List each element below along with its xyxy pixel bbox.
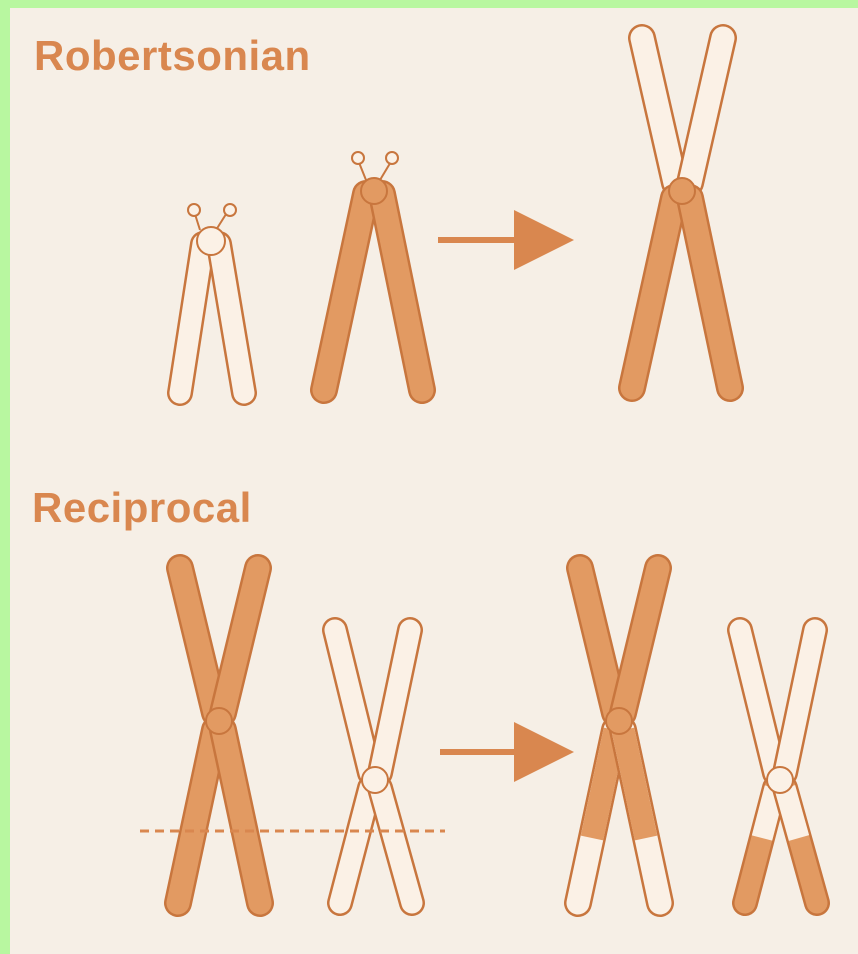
fused-metacentric-chromosome xyxy=(632,38,730,388)
large-metacentric-chromosome xyxy=(178,568,260,903)
derivative-large-chromosome xyxy=(578,568,660,903)
small-metacentric-chromosome xyxy=(335,630,412,903)
large-acrocentric-chromosome xyxy=(324,152,422,390)
diagram-panel: Robertsonian Reciprocal xyxy=(10,8,858,954)
translocation-diagram xyxy=(10,8,858,954)
small-acrocentric-chromosome xyxy=(180,204,244,393)
derivative-small-chromosome xyxy=(740,630,817,903)
